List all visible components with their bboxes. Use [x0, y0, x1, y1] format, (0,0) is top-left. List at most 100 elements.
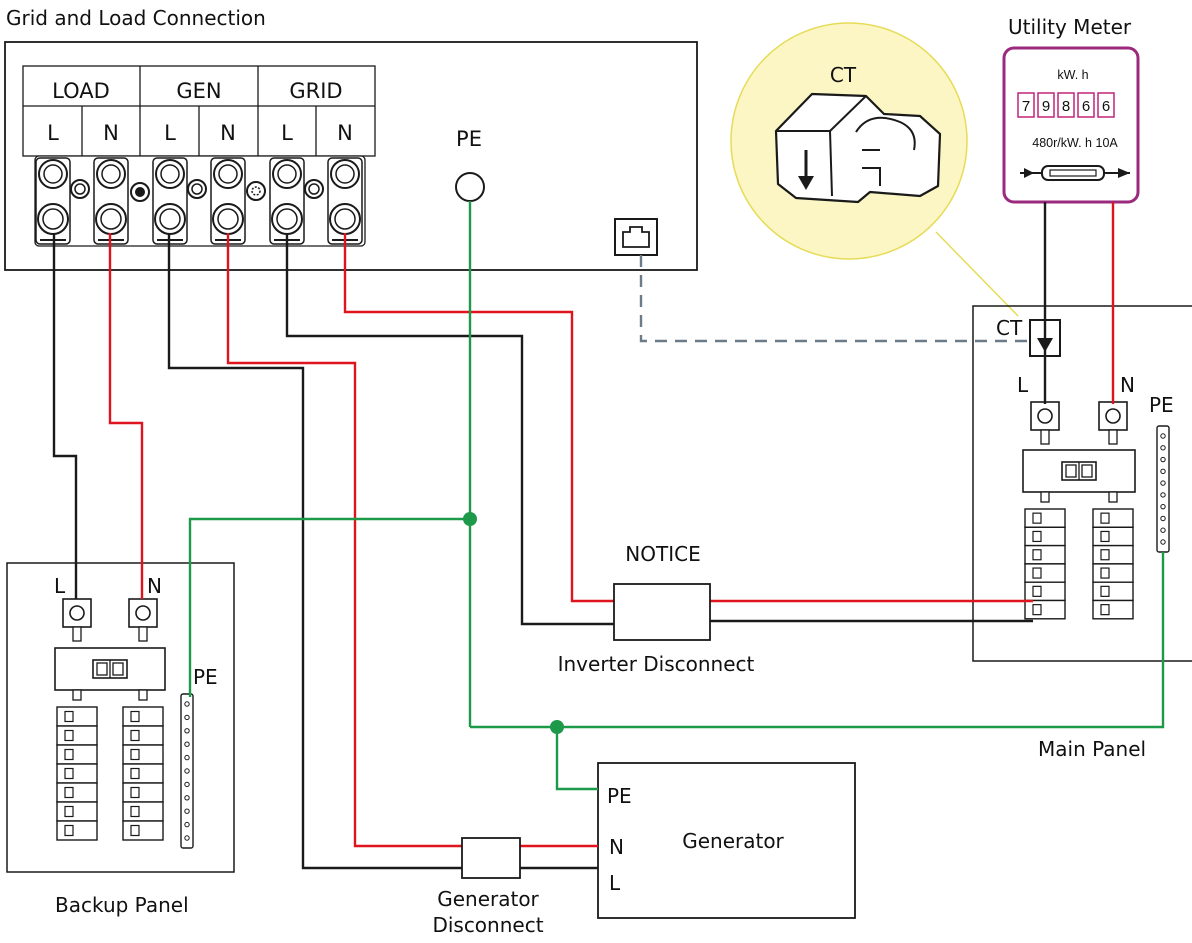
utility-meter-title: Utility Meter: [1008, 15, 1132, 39]
terminal-screw-pair: [210, 157, 246, 245]
terminal-screw-pair: [152, 157, 188, 245]
ct-port-icon: [614, 218, 658, 256]
load-group-label: LOAD: [52, 79, 110, 103]
branch-breaker: [122, 763, 164, 784]
meter-digit-cell: [1057, 92, 1075, 118]
gen-l-wire: [167, 233, 462, 870]
meter-unit-label: kW. h: [1057, 68, 1088, 82]
grid-l-wire: [285, 233, 614, 626]
branch-breaker: [122, 801, 164, 822]
pe-busbar: [1156, 425, 1170, 553]
terminal-screw-pair: [93, 157, 129, 245]
load-n-label: N: [103, 121, 119, 145]
backup-panel: L N PE Backup Panel: [6, 562, 235, 917]
backup-panel-pe-label: PE: [193, 665, 218, 689]
generator-title: Generator: [682, 829, 784, 853]
main-pe-wire: [470, 552, 1165, 729]
inverter-disconnect-label: Inverter Disconnect: [558, 652, 755, 676]
main-panel-l-label: L: [1017, 373, 1029, 397]
backup-panel-title: Backup Panel: [55, 893, 189, 917]
meter-digit: 7: [1022, 98, 1030, 115]
backup-panel-l-label: L: [54, 574, 66, 598]
branch-breaker: [1092, 508, 1134, 528]
gen-l-label: L: [164, 121, 176, 145]
grid-group-label: GRID: [289, 79, 342, 103]
meter-digit: 6: [1102, 98, 1110, 115]
branch-breaker: [56, 782, 98, 803]
branch-breaker: [1092, 544, 1134, 565]
generator-n-label: N: [609, 835, 624, 859]
generator-disconnect-label-2: Disconnect: [432, 913, 543, 937]
grid-n-label: N: [337, 121, 353, 145]
branch-breaker: [1024, 544, 1066, 565]
terminal-screw-pair: [327, 157, 363, 245]
branch-breaker: [122, 782, 164, 803]
branch-breaker: [56, 763, 98, 784]
branch-breaker: [122, 744, 164, 765]
generator-disconnect-label-1: Generator: [437, 887, 539, 911]
terminal-screw-pair: [269, 157, 305, 245]
inverter-disconnect: NOTICE Inverter Disconnect: [558, 542, 755, 676]
load-l-wire: [52, 233, 78, 599]
branch-breaker: [1092, 599, 1134, 620]
meter-flow-icon: [1020, 165, 1130, 181]
branch-breaker: [1092, 581, 1134, 602]
generator-l-label: L: [609, 871, 621, 895]
meter-digit-cell: [1017, 92, 1035, 118]
inverter-unit: LOAD GEN GRID L N L N L N PE: [4, 41, 698, 271]
inverter-pe-terminal: [455, 172, 485, 202]
branch-breaker: [56, 801, 98, 822]
meter-digit: 9: [1042, 98, 1050, 115]
notice-label: NOTICE: [625, 542, 700, 566]
branch-breaker: [56, 725, 98, 746]
load-n-wire: [108, 233, 144, 599]
gen-n-wire: [226, 233, 462, 848]
branch-breaker: [122, 820, 164, 841]
branch-breaker: [1024, 508, 1066, 528]
main-panel-title: Main Panel: [1038, 737, 1146, 761]
generator-pe-wire: [555, 727, 598, 791]
generator-disconnect: Generator Disconnect: [432, 837, 544, 937]
backup-panel-n-label: N: [147, 574, 162, 598]
branch-breaker: [1092, 563, 1134, 583]
ct-signal-wire: [639, 255, 1030, 343]
branch-breaker: [122, 706, 164, 727]
meter-digit-cell: [1037, 92, 1055, 118]
gen-group-label: GEN: [176, 79, 221, 103]
backup-pe-wire: [188, 517, 470, 697]
load-l-label: L: [47, 121, 59, 145]
ct-callout: CT: [730, 22, 1019, 317]
inverter-pe-label: PE: [456, 127, 482, 151]
main-panel: CT L N PE Main Panel: [972, 305, 1192, 761]
generator-pe-label: PE: [607, 784, 632, 808]
grid-l-label: L: [281, 121, 293, 145]
ct-callout-label: CT: [830, 63, 857, 87]
main-panel-pe-label: PE: [1149, 393, 1174, 417]
meter-digit: 6: [1082, 98, 1090, 115]
wiring: [52, 201, 1165, 870]
grid-load-title: Grid and Load Connection: [6, 6, 266, 30]
grid-n-wire: [343, 233, 614, 603]
branch-breaker: [122, 725, 164, 746]
meter-digit: 8: [1062, 98, 1070, 115]
generator: Generator PE N L: [597, 762, 856, 919]
gen-n-label: N: [220, 121, 236, 145]
branch-breaker: [1024, 526, 1066, 547]
terminal-screw-pair: [35, 157, 71, 245]
branch-breaker: [56, 820, 98, 841]
main-panel-ct-label: CT: [996, 316, 1023, 340]
meter-digit-cell: [1097, 92, 1115, 118]
branch-breaker: [1024, 563, 1066, 583]
meter-rating-label: 480r/kW. h 10A: [1032, 136, 1118, 150]
generator-disconnect-box: [461, 837, 521, 879]
main-panel-n-label: N: [1120, 373, 1135, 397]
branch-breaker: [1024, 581, 1066, 602]
inverter-disconnect-box: [613, 583, 711, 641]
terminal-block: [34, 155, 366, 247]
branch-breaker: [56, 706, 98, 727]
ct-clamp-icon: [774, 92, 942, 204]
branch-breaker: [56, 744, 98, 765]
